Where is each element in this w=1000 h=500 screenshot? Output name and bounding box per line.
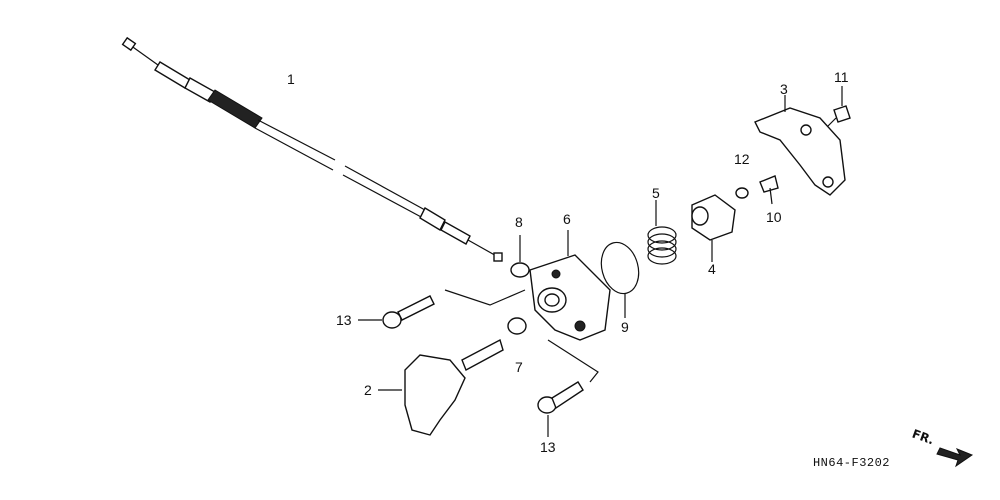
part-3-bracket <box>754 95 846 196</box>
part-12-washer <box>735 187 749 199</box>
callout-9: 9 <box>621 319 629 335</box>
part-13-bolt-upper <box>358 289 526 329</box>
callout-10: 10 <box>766 209 782 225</box>
part-9-oring <box>600 241 640 295</box>
part-13-bolt-lower <box>537 339 599 437</box>
part-11-screw <box>827 86 851 127</box>
part-6-housing <box>529 230 611 341</box>
callout-3: 3 <box>780 81 788 97</box>
part-7-ring <box>507 317 527 335</box>
callout-11: 11 <box>834 69 849 85</box>
drawing-code: HN64-F3202 <box>812 456 890 470</box>
callout-7: 7 <box>515 359 523 375</box>
callout-5: 5 <box>652 185 660 201</box>
part-2-lever <box>378 338 504 436</box>
part-10-bolt <box>759 175 779 205</box>
front-arrow-icon <box>936 447 974 468</box>
callout-2: 2 <box>364 382 372 398</box>
part-8-ring <box>510 262 530 278</box>
part-1-cable <box>121 36 503 262</box>
callout-1: 1 <box>287 71 295 87</box>
callout-13-lower: 13 <box>540 439 556 455</box>
callout-4: 4 <box>708 261 716 277</box>
callout-8: 8 <box>515 214 523 230</box>
part-5-spring <box>647 200 677 265</box>
part-4-collar <box>691 194 736 262</box>
callout-13-upper: 13 <box>336 312 352 328</box>
callout-6: 6 <box>563 211 571 227</box>
callout-12: 12 <box>734 151 750 167</box>
